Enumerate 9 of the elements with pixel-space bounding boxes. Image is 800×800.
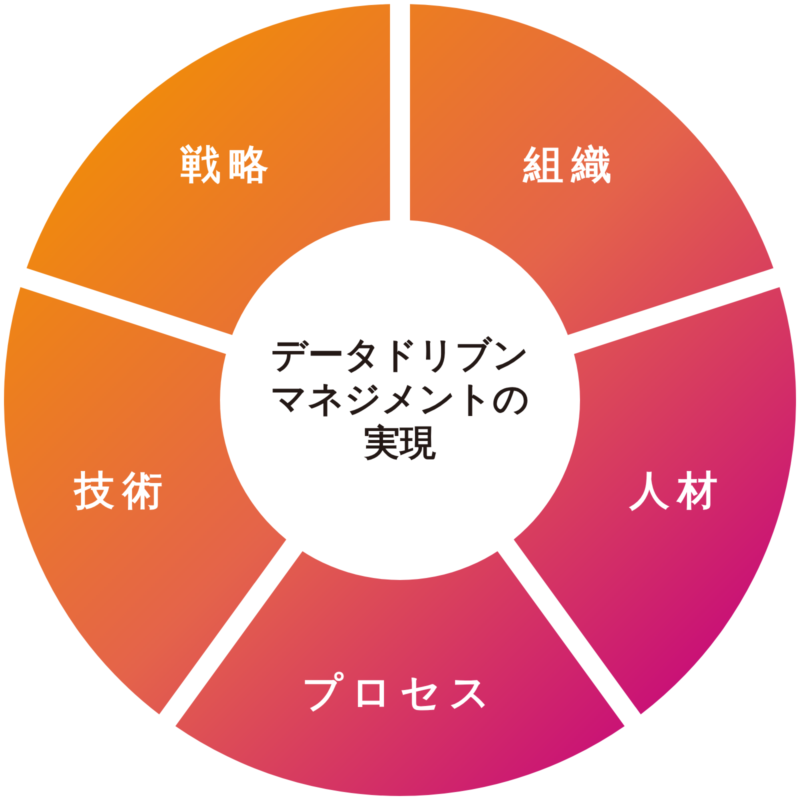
segment-label: 人材 [630, 468, 726, 514]
segment-label: 戦略 [180, 142, 276, 188]
segment-label: プロセス [302, 670, 498, 716]
segment-label: 組織 [524, 142, 620, 188]
ring-segment [26, 4, 390, 336]
ring-segment [410, 4, 774, 336]
ring-segment [175, 550, 625, 796]
segment-label: 技術 [74, 468, 170, 514]
center-title: データドリブンマネジメントの実現 [270, 334, 530, 466]
